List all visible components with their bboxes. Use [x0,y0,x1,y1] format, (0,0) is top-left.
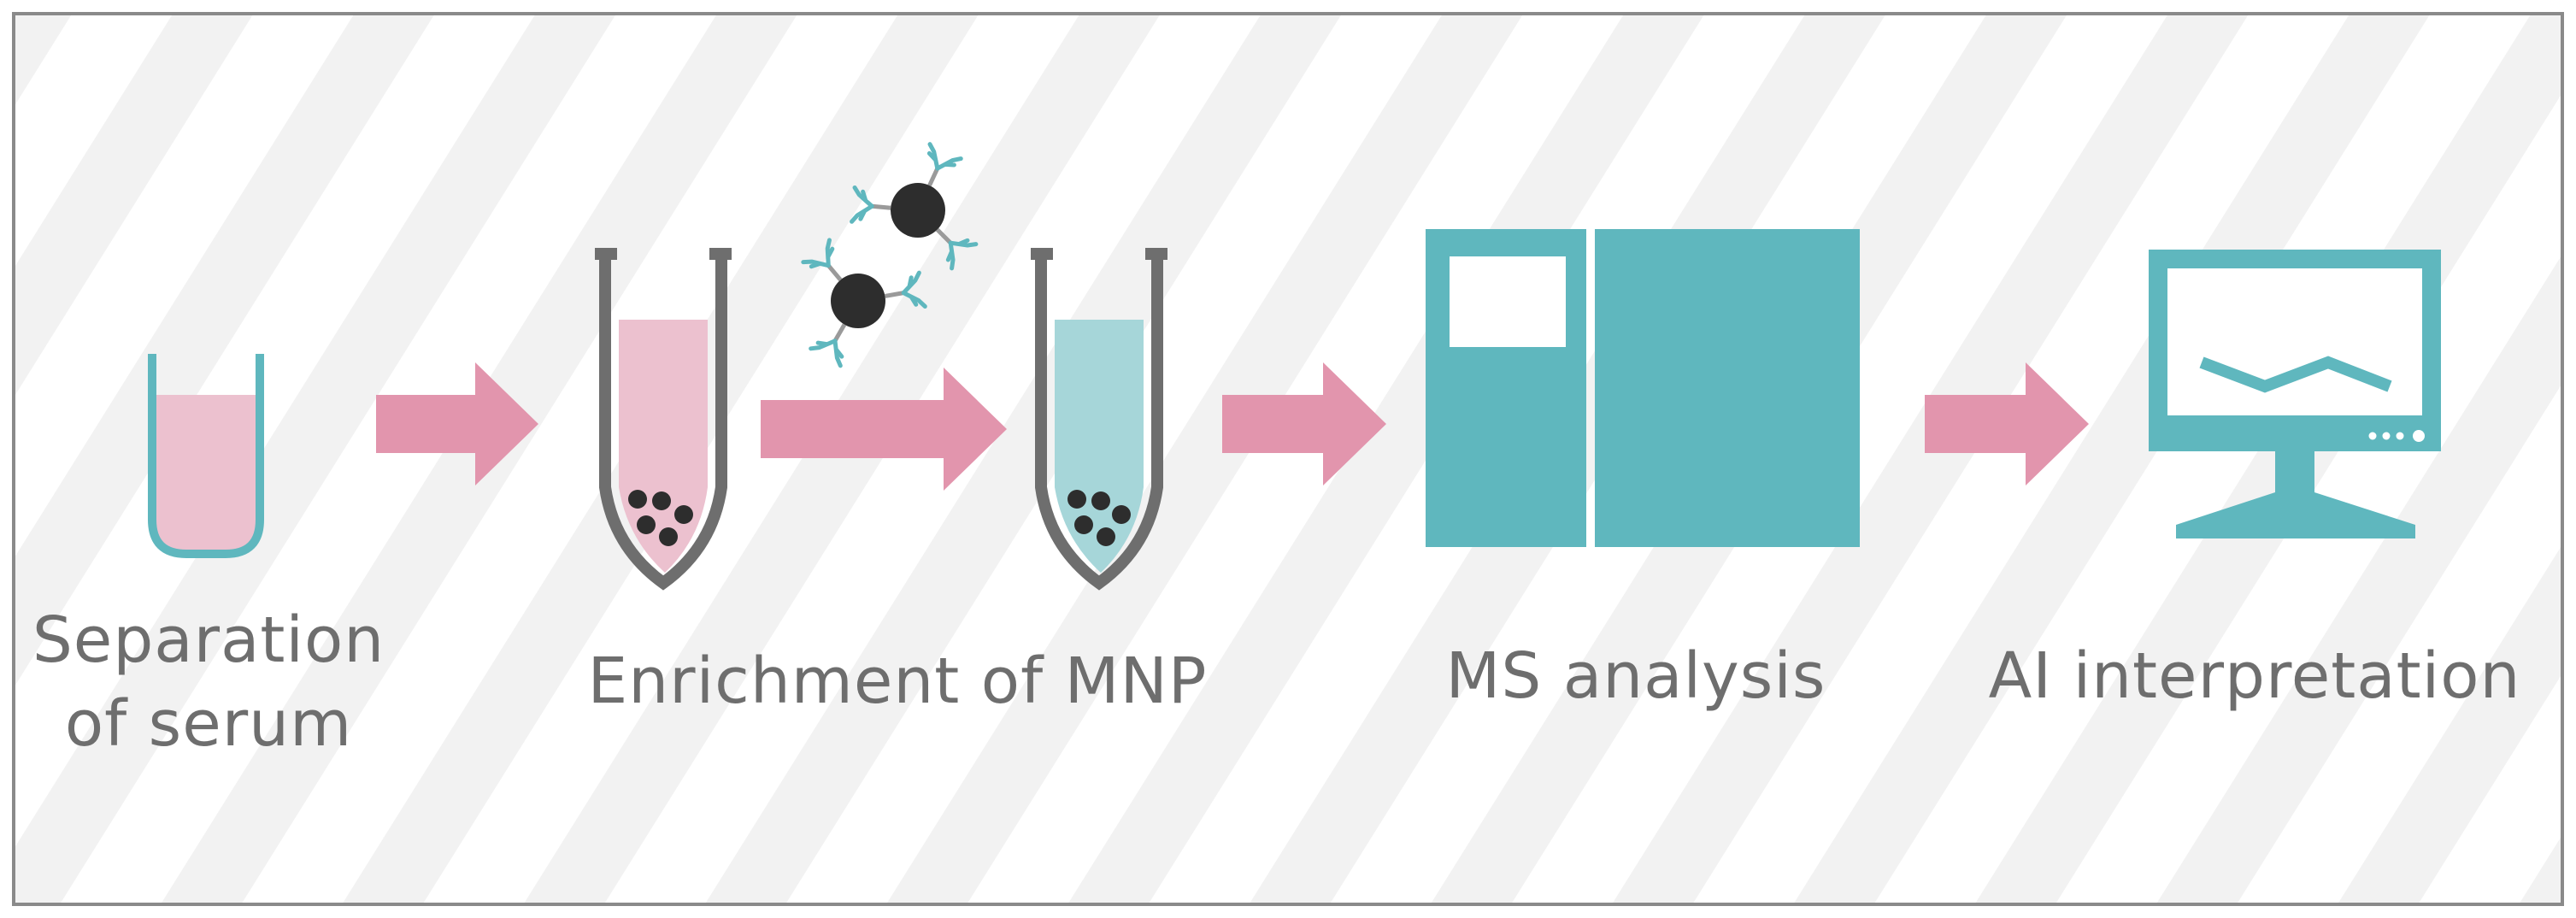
tube-with-beads-icon [595,248,732,591]
arrow-2-icon [761,368,1007,491]
nanoparticle-icon [803,144,976,366]
arrow-3-icon [1222,362,1386,485]
monitor-chart-icon [2149,250,2441,538]
tube-teal-icon [1031,248,1167,591]
arrow-1-icon [376,362,538,485]
arrow-4-icon [1925,362,2089,485]
step-label-ai-interpretation: AI interpretation [1989,639,2521,713]
diagram-background [12,12,2564,906]
step-label-ms-analysis: MS analysis [1446,639,1826,713]
step-label-enrichment: Enrichment of MNP [588,644,1208,718]
step-label-separation-line-1: Separation [32,603,385,677]
beaker-icon [148,354,264,558]
step-label-separation-line-2: of serum [65,687,352,761]
mass-spectrometer-icon [1426,229,1860,547]
